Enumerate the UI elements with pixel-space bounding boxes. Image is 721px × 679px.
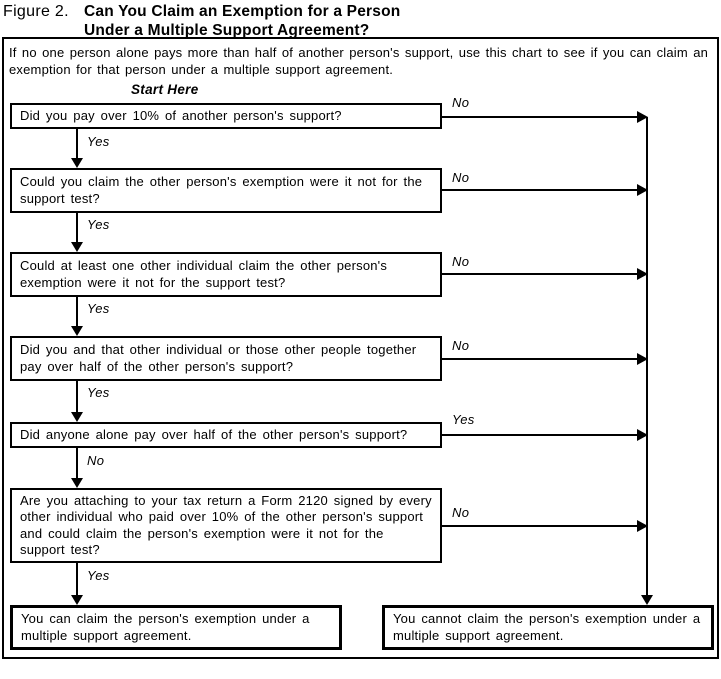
- question-box-5: Did anyone alone pay over half of the ot…: [10, 422, 442, 448]
- exit-down-label-4: Yes: [87, 385, 110, 400]
- question-text-6: Are you attaching to your tax return a F…: [20, 492, 432, 558]
- exit-down-label-5: No: [87, 453, 105, 468]
- intro-text: If no one person alone pays more than ha…: [9, 45, 709, 77]
- exit-right-label-2: No: [452, 170, 470, 185]
- figure-label: Figure 2.: [3, 3, 69, 20]
- figure-title-line2: Under a Multiple Support Agreement?: [84, 22, 370, 39]
- question-text-5: Did anyone alone pay over half of the ot…: [20, 426, 408, 442]
- exit-right-label-3: No: [452, 254, 470, 269]
- exit-down-label-6: Yes: [87, 568, 110, 583]
- exit-right-label-6: No: [452, 505, 470, 520]
- question-text-1: Did you pay over 10% of another person's…: [20, 107, 342, 123]
- question-box-1: Did you pay over 10% of another person's…: [10, 103, 442, 129]
- exit-down-label-2: Yes: [87, 217, 110, 232]
- question-text-3: Could at least one other individual clai…: [20, 258, 388, 290]
- result-can-claim-box: You can claim the person's exemption und…: [10, 605, 342, 650]
- flowchart-border: [2, 37, 719, 659]
- exit-down-label-1: Yes: [87, 134, 110, 149]
- exit-down-label-3: Yes: [87, 301, 110, 316]
- question-text-2: Could you claim the other person's exemp…: [20, 174, 423, 206]
- result-cannot-claim-box: You cannot claim the person's exemption …: [382, 605, 714, 650]
- question-box-2: Could you claim the other person's exemp…: [10, 168, 442, 213]
- exit-right-label-4: No: [452, 338, 470, 353]
- figure-title-line1: Can You Claim an Exemption for a Person: [84, 3, 401, 20]
- question-box-6: Are you attaching to your tax return a F…: [10, 488, 442, 563]
- start-here-label: Start Here: [131, 82, 199, 97]
- question-text-4: Did you and that other individual or tho…: [20, 342, 417, 374]
- exit-right-label-1: No: [452, 95, 470, 110]
- result-cannot-claim-text: You cannot claim the person's exemption …: [393, 611, 701, 643]
- question-box-3: Could at least one other individual clai…: [10, 252, 442, 297]
- figure-title: Can You Claim an Exemption for a Person …: [84, 2, 400, 40]
- exit-right-label-5: Yes: [452, 412, 475, 427]
- question-box-4: Did you and that other individual or tho…: [10, 336, 442, 381]
- result-can-claim-text: You can claim the person's exemption und…: [21, 611, 310, 643]
